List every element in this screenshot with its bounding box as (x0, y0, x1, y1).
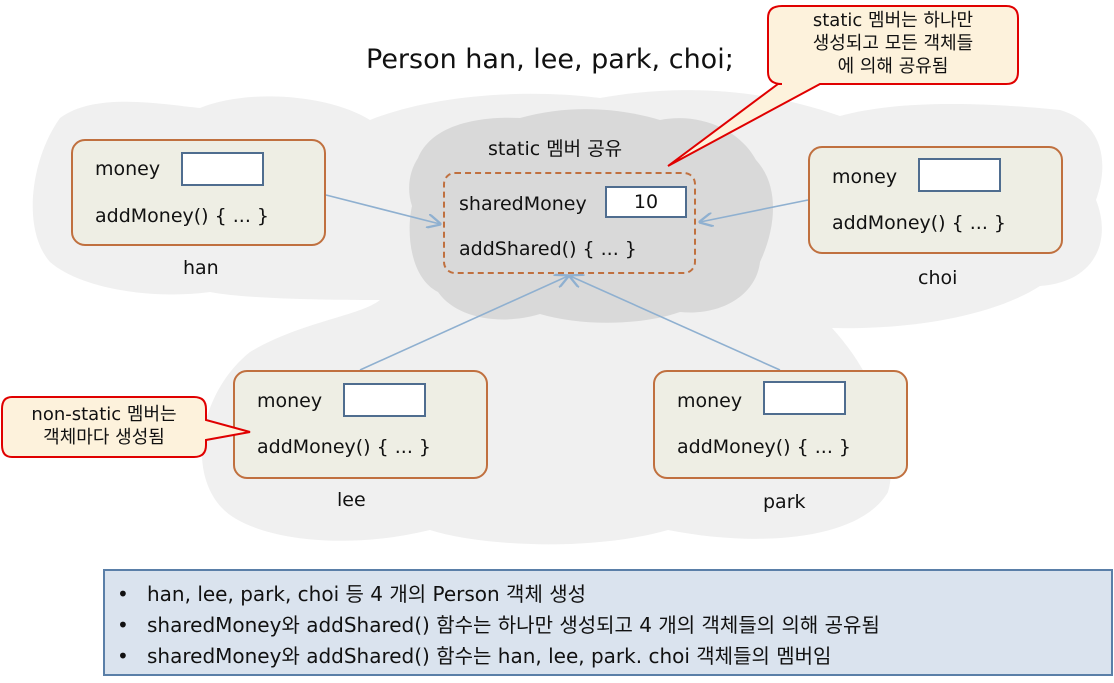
object-name-choi: choi (918, 267, 958, 289)
shared-members-box: sharedMoney 10 addShared() { ... } (443, 172, 696, 274)
add-money-method-label: addMoney() { ... } (257, 436, 431, 458)
add-money-method-label: addMoney() { ... } (677, 436, 851, 458)
money-label: money (257, 390, 323, 412)
shared-money-value: 10 (605, 186, 687, 218)
static-callout-text: static 멤버는 하나만 생성되고 모든 객체들 에 의해 공유됨 (768, 9, 1018, 78)
summary-box: han, lee, park, choi 등 4 개의 Person 객체 생성… (103, 569, 1113, 676)
summary-list: han, lee, park, choi 등 4 개의 Person 객체 생성… (117, 579, 1111, 672)
static-callout-line-3: 에 의해 공유됨 (837, 56, 949, 77)
object-lee: money addMoney() { ... } (233, 370, 488, 479)
static-callout-line-1: static 멤버는 하나만 (812, 10, 974, 31)
shared-money-label: sharedMoney (459, 193, 587, 215)
money-label: money (832, 166, 898, 188)
nonstatic-callout-text: non-static 멤버는 객체마다 생성됨 (2, 403, 206, 449)
money-field (763, 381, 846, 415)
add-money-method-label: addMoney() { ... } (832, 212, 1006, 234)
park-to-shared-arrow (570, 276, 781, 371)
object-choi: money addMoney() { ... } (808, 146, 1063, 254)
money-field (918, 158, 1001, 192)
lee-to-shared-arrow (359, 276, 568, 371)
summary-item: sharedMoney와 addShared() 함수는 han, lee, p… (117, 641, 1111, 672)
money-field (343, 383, 426, 417)
static-callout-line-2: 생성되고 모든 객체들 (812, 33, 974, 54)
add-shared-method-label: addShared() { ... } (459, 238, 637, 260)
object-name-han: han (183, 257, 219, 279)
shared-area-label: static 멤버 공유 (488, 138, 623, 160)
money-label: money (95, 158, 161, 180)
han-to-shared-arrow (325, 194, 440, 224)
money-label: money (677, 390, 743, 412)
money-field (181, 152, 264, 186)
summary-item: sharedMoney와 addShared() 함수는 하나만 생성되고 4 … (117, 610, 1111, 641)
nonstatic-callout-bubble (1, 396, 251, 458)
choi-to-shared-arrow (700, 199, 809, 222)
nonstatic-callout-line-1: non-static 멤버는 (31, 404, 177, 425)
diagram-title: Person han, lee, park, choi; (366, 44, 734, 75)
object-name-lee: lee (337, 489, 366, 511)
object-han: money addMoney() { ... } (71, 139, 326, 246)
object-park: money addMoney() { ... } (653, 370, 908, 479)
add-money-method-label: addMoney() { ... } (95, 205, 269, 227)
summary-item: han, lee, park, choi 등 4 개의 Person 객체 생성 (117, 579, 1111, 610)
inner-cloud (409, 109, 773, 323)
nonstatic-callout-line-2: 객체마다 생성됨 (43, 427, 165, 448)
object-name-park: park (763, 491, 806, 513)
static-callout-bubble (667, 5, 1019, 167)
